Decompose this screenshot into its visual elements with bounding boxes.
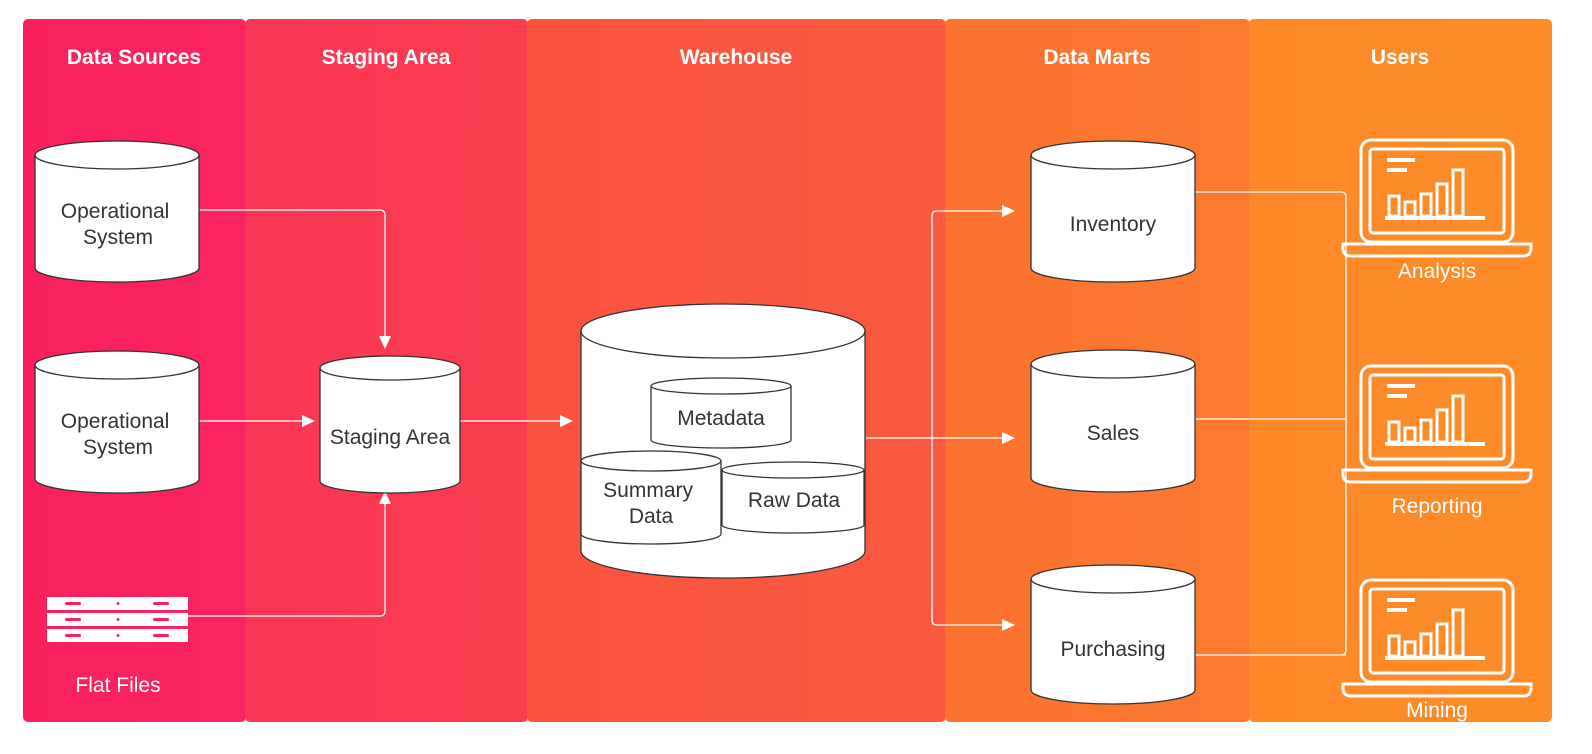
arrowhead <box>379 491 391 504</box>
arrowhead <box>1002 432 1015 444</box>
arrowhead <box>1002 205 1015 217</box>
staging-area-node[interactable]: Staging Area <box>319 355 461 494</box>
laptop-chart-icon <box>1341 578 1533 698</box>
node-label: Staging Area <box>330 426 451 449</box>
connector-os1-to-staging <box>199 209 386 338</box>
user-mining[interactable]: Mining <box>1341 578 1533 722</box>
metadata-node[interactable]: Metadata <box>650 377 792 449</box>
node-label: Raw Data <box>748 489 841 512</box>
connector-users-to-marts <box>1191 191 1347 656</box>
arrowhead <box>560 415 573 427</box>
lane-title-warehouse: Warehouse <box>680 46 792 69</box>
arrowhead <box>1002 619 1015 631</box>
server-rack-icon <box>47 597 188 642</box>
raw-data-node[interactable]: Raw Data <box>721 461 865 534</box>
operational-system-2[interactable]: Operational System <box>34 350 200 494</box>
node-label: Operational System <box>61 200 175 249</box>
summary-data-node[interactable]: Summary Data <box>580 450 722 545</box>
arrowhead <box>302 415 315 427</box>
flat-files[interactable]: Flat Files <box>47 597 188 697</box>
node-label: Sales <box>1087 422 1140 445</box>
lane-title-data-marts: Data Marts <box>1043 46 1150 69</box>
lane-title-data-sources: Data Sources <box>67 46 201 69</box>
laptop-chart-icon <box>1341 364 1533 484</box>
flat-files-label: Flat Files <box>75 674 160 697</box>
lane-title-users: Users <box>1371 46 1429 69</box>
connector-flatfiles-to-staging <box>188 502 386 617</box>
arrowhead <box>379 336 391 349</box>
user-label-analysis: Analysis <box>1398 260 1476 283</box>
node-label: Purchasing <box>1060 638 1165 661</box>
sales-node[interactable]: Sales <box>1030 349 1196 493</box>
user-analysis[interactable]: Analysis <box>1341 138 1533 283</box>
node-label: Inventory <box>1070 213 1157 236</box>
purchasing-node[interactable]: Purchasing <box>1030 564 1196 705</box>
node-label: Operational System <box>61 410 175 459</box>
user-label-reporting: Reporting <box>1391 495 1482 518</box>
user-reporting[interactable]: Reporting <box>1341 364 1533 518</box>
user-label-mining: Mining <box>1406 699 1468 722</box>
node-label: Summary Data <box>603 479 699 528</box>
laptop-chart-icon <box>1341 138 1533 258</box>
warehouse-node[interactable]: Metadata Raw Data Summary Data <box>580 303 866 579</box>
lane-users: Users <box>1249 19 1552 722</box>
inventory-node[interactable]: Inventory <box>1030 140 1196 283</box>
lane-title-staging-area: Staging Area <box>322 46 451 69</box>
node-label: Metadata <box>677 407 765 430</box>
operational-system-1[interactable]: Operational System <box>34 140 200 283</box>
connector-warehouse-to-marts <box>851 210 1004 626</box>
